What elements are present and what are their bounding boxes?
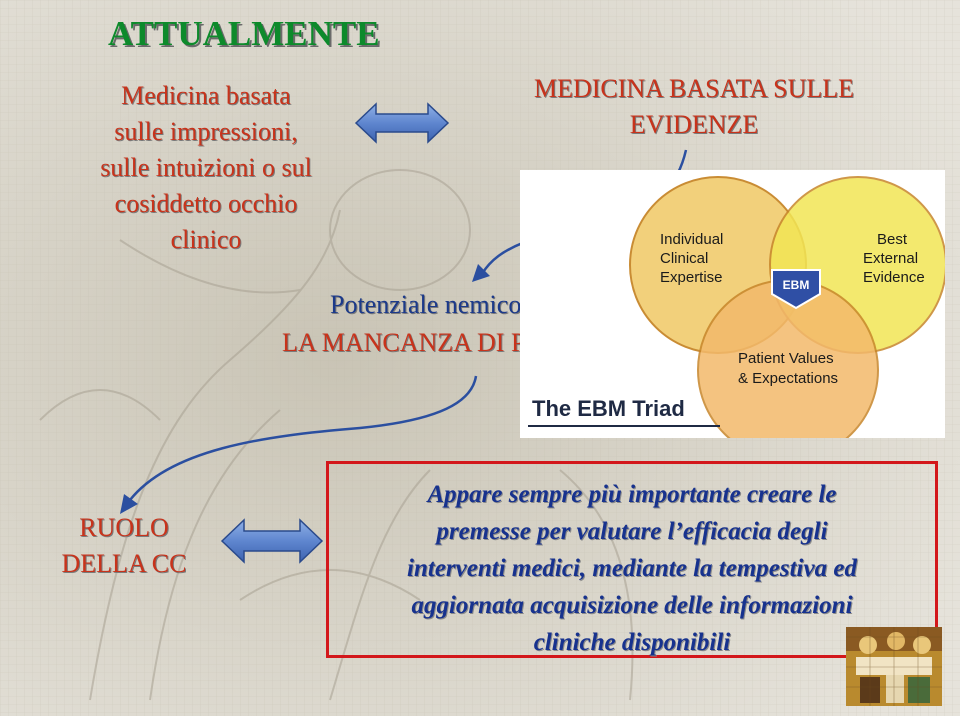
- venn-label-line: External: [863, 250, 918, 267]
- venn-label-line: Expertise: [660, 269, 723, 286]
- text-line: sulle impressioni,: [114, 117, 298, 146]
- text-line: premesse per valutare l’efficacia degli: [436, 518, 828, 545]
- venn-label-line: Best: [877, 231, 908, 248]
- text-line: Medicina basata: [121, 81, 291, 110]
- text-line: cosiddetto occhio: [114, 189, 298, 218]
- venn-label-line: Evidence: [863, 269, 925, 286]
- text-line: aggiornata acquisizione delle informazio…: [411, 592, 853, 619]
- text-line: cliniche disponibili: [533, 629, 731, 656]
- evidence-medicine-heading: MEDICINA BASATA SULLE EVIDENZE: [440, 71, 948, 143]
- statement-box: [326, 461, 938, 658]
- text-line: sulle intuizioni o sul: [100, 153, 312, 182]
- text-line: Appare sempre più importante creare le: [427, 481, 837, 508]
- text-line: interventi medici, mediante la tempestiv…: [407, 555, 857, 582]
- double-arrow-icon: [220, 518, 324, 564]
- slide-title: ATTUALMENTE: [108, 14, 380, 53]
- ebm-triad-diagram: Individual Clinical Expertise Best Exter…: [520, 170, 945, 438]
- text-line: RUOLO: [79, 513, 169, 542]
- text-line: EVIDENZE: [629, 110, 759, 139]
- triad-caption: The EBM Triad: [532, 396, 685, 421]
- mosaic-thumbnail-icon: [846, 627, 942, 706]
- venn-label-line: & Expectations: [738, 370, 838, 387]
- potential-enemy-label: Potenziale nemico:: [330, 290, 529, 319]
- impression-medicine-text: Medicina basata sulle impressioni, sulle…: [58, 78, 354, 258]
- text-line: clinico: [170, 225, 242, 254]
- role-of-cc-label: RUOLO DELLA CC: [34, 510, 214, 582]
- text-line: MEDICINA BASATA SULLE: [533, 74, 855, 103]
- curved-arrow-icon: [120, 375, 478, 514]
- ebm-badge: EBM: [771, 269, 821, 310]
- venn-label-line: Patient Values: [738, 350, 834, 367]
- ebm-badge-label: EBM: [783, 278, 810, 292]
- venn-label-line: Individual: [660, 231, 723, 248]
- statement-text: Appare sempre più importante creare le p…: [330, 476, 934, 661]
- text-line: DELLA CC: [61, 549, 187, 578]
- double-arrow-icon: [354, 102, 450, 144]
- venn-label-line: Clinical: [660, 250, 708, 267]
